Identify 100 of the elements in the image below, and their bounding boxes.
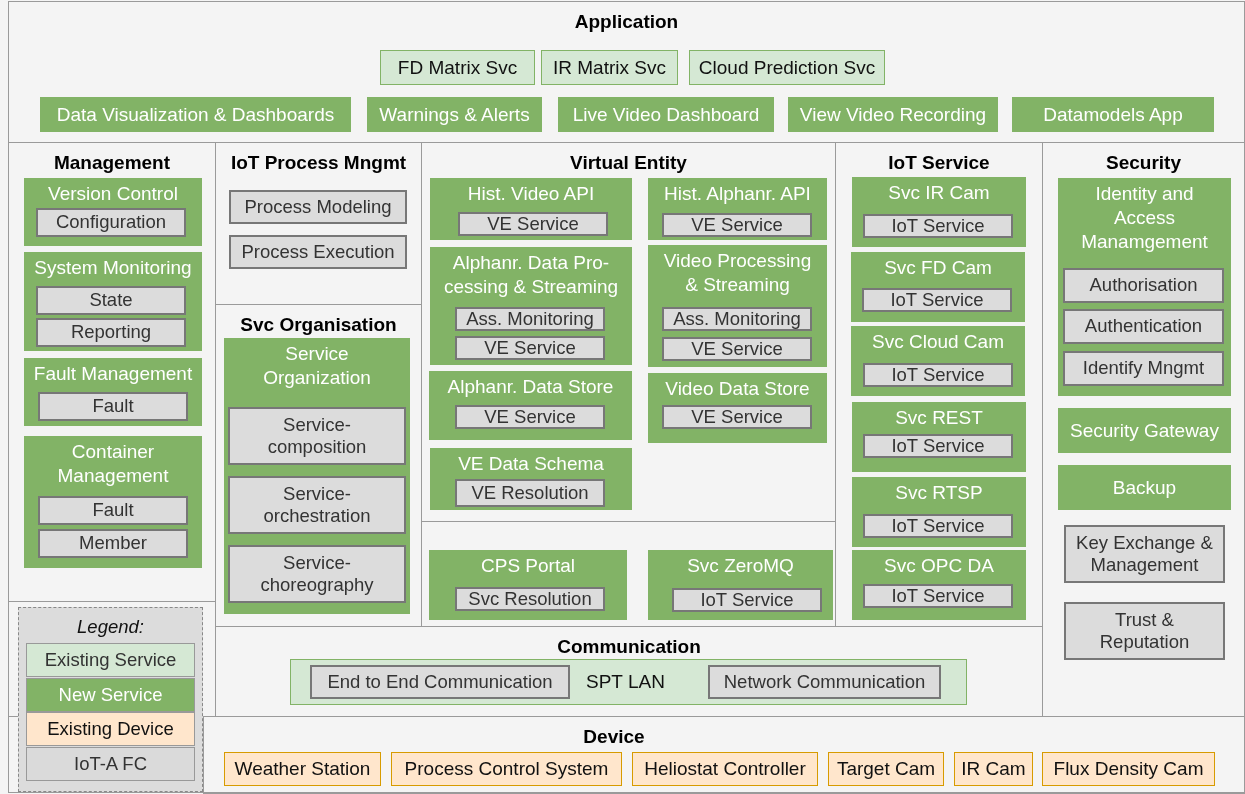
- box-label: FD Matrix Svc: [396, 55, 519, 80]
- component-box: [708, 665, 941, 699]
- box-label: Video Processing & Streaming: [662, 249, 813, 297]
- service-box: [380, 50, 535, 85]
- box-label: Service-choreography: [259, 551, 375, 597]
- box-label: Network Communication: [722, 670, 927, 694]
- box-label: Heliostat Controller: [643, 757, 807, 781]
- service-box: [290, 659, 967, 705]
- service-box: [24, 358, 202, 426]
- component-box: [38, 496, 188, 525]
- box-label: VE Service: [483, 336, 577, 360]
- box-label: Member: [78, 532, 148, 555]
- box-label: Flux Density Cam: [1052, 757, 1205, 781]
- service-box: [852, 177, 1026, 247]
- service-box: [788, 97, 998, 132]
- box-label: Fault: [91, 499, 135, 522]
- box-label: Process Control System: [403, 757, 610, 781]
- component-box: [1063, 351, 1224, 386]
- device-box: [391, 752, 622, 786]
- component-box: [310, 665, 570, 699]
- component-box: [662, 405, 812, 429]
- box-label: View Video Recording: [798, 102, 988, 127]
- service-box: [851, 252, 1025, 322]
- box-label: IoT Service: [890, 363, 986, 387]
- service-box: [852, 402, 1026, 472]
- box-label: Process Modeling: [243, 195, 393, 219]
- section-heading: Communication: [556, 635, 702, 659]
- legend-label: Existing Device: [47, 718, 174, 740]
- box-label: State: [88, 289, 134, 312]
- box-label: Alphanr. Data Store: [446, 375, 615, 399]
- box-label: Svc Resolution: [467, 587, 593, 611]
- device-box: [828, 752, 944, 786]
- component-box: [455, 479, 605, 507]
- device-box: [954, 752, 1033, 786]
- device-box: [632, 752, 818, 786]
- component-box: [863, 434, 1013, 458]
- service-box: [1012, 97, 1214, 132]
- component-box: [229, 235, 407, 269]
- box-label: SPT LAN: [586, 670, 665, 694]
- service-box: [24, 178, 202, 246]
- service-box: [689, 50, 885, 85]
- box-label: Cloud Prediction Svc: [697, 55, 877, 80]
- service-box: [851, 326, 1025, 396]
- service-box: [852, 477, 1026, 547]
- box-label: Ass. Monitoring: [465, 307, 595, 331]
- legend-label: New Service: [58, 683, 163, 706]
- box-label: Weather Station: [233, 757, 372, 781]
- service-box: [24, 436, 202, 568]
- box-label: Svc Cloud Cam: [871, 330, 1005, 354]
- box-label: Authorisation: [1088, 274, 1199, 297]
- component-box: [228, 476, 406, 534]
- box-label: IoT Service: [699, 588, 795, 612]
- component-box: [228, 407, 406, 465]
- box-label: Container Management: [56, 440, 170, 488]
- box-label: VE Resolution: [470, 481, 590, 505]
- box-label: Fault: [91, 395, 135, 418]
- service-box: [648, 550, 833, 620]
- box-label: Reporting: [69, 321, 153, 344]
- box-label: Live Video Dashboard: [571, 102, 761, 127]
- service-box: [558, 97, 774, 132]
- box-label: Alphanr. Data Pro-cessing & Streaming: [442, 251, 620, 299]
- box-label: VE Service: [690, 405, 784, 429]
- service-box: [852, 550, 1026, 620]
- section-heading: Security: [1105, 151, 1182, 175]
- box-label: Data Visualization & Dashboards: [55, 102, 336, 127]
- box-label: IoT Service: [890, 214, 986, 238]
- service-box: [24, 252, 202, 351]
- box-label: CPS Portal: [480, 554, 576, 578]
- box-label: Identity and Access Manamgement: [1080, 182, 1209, 254]
- box-label: VE Data Schema: [457, 452, 605, 476]
- box-label: IoT Service: [890, 514, 986, 538]
- component-box: [863, 363, 1013, 387]
- box-label: IR Cam: [960, 757, 1027, 781]
- device-box: [224, 752, 381, 786]
- component-box: [862, 288, 1012, 312]
- service-box: [648, 178, 827, 240]
- box-label: Configuration: [54, 211, 167, 234]
- section-heading: IoT Service: [887, 151, 991, 175]
- box-label: Hist. Video API: [466, 182, 596, 206]
- service-box: [648, 373, 827, 443]
- service-box: [367, 97, 542, 132]
- section-heading: Management: [52, 151, 172, 175]
- device-box: [1042, 752, 1215, 786]
- box-label: VE Service: [486, 212, 580, 236]
- box-label: Service-composition: [266, 413, 368, 459]
- section-heading: Virtual Entity: [569, 151, 688, 175]
- service-box: [429, 550, 627, 620]
- legend-label: Existing Service: [44, 649, 177, 671]
- box-label: IoT Service: [890, 584, 986, 608]
- service-box: [40, 97, 351, 132]
- component-box: [458, 212, 608, 236]
- box-label: Datamodels App: [1042, 102, 1184, 127]
- component-box: [36, 318, 186, 347]
- service-box: [1058, 178, 1231, 396]
- box-label: Warnings & Alerts: [378, 102, 531, 127]
- service-box: [430, 178, 632, 240]
- box-label: Identify Mngmt: [1081, 357, 1206, 380]
- box-label: IR Matrix Svc: [552, 55, 667, 80]
- box-label: Authentication: [1083, 315, 1204, 338]
- component-box: [1063, 309, 1224, 344]
